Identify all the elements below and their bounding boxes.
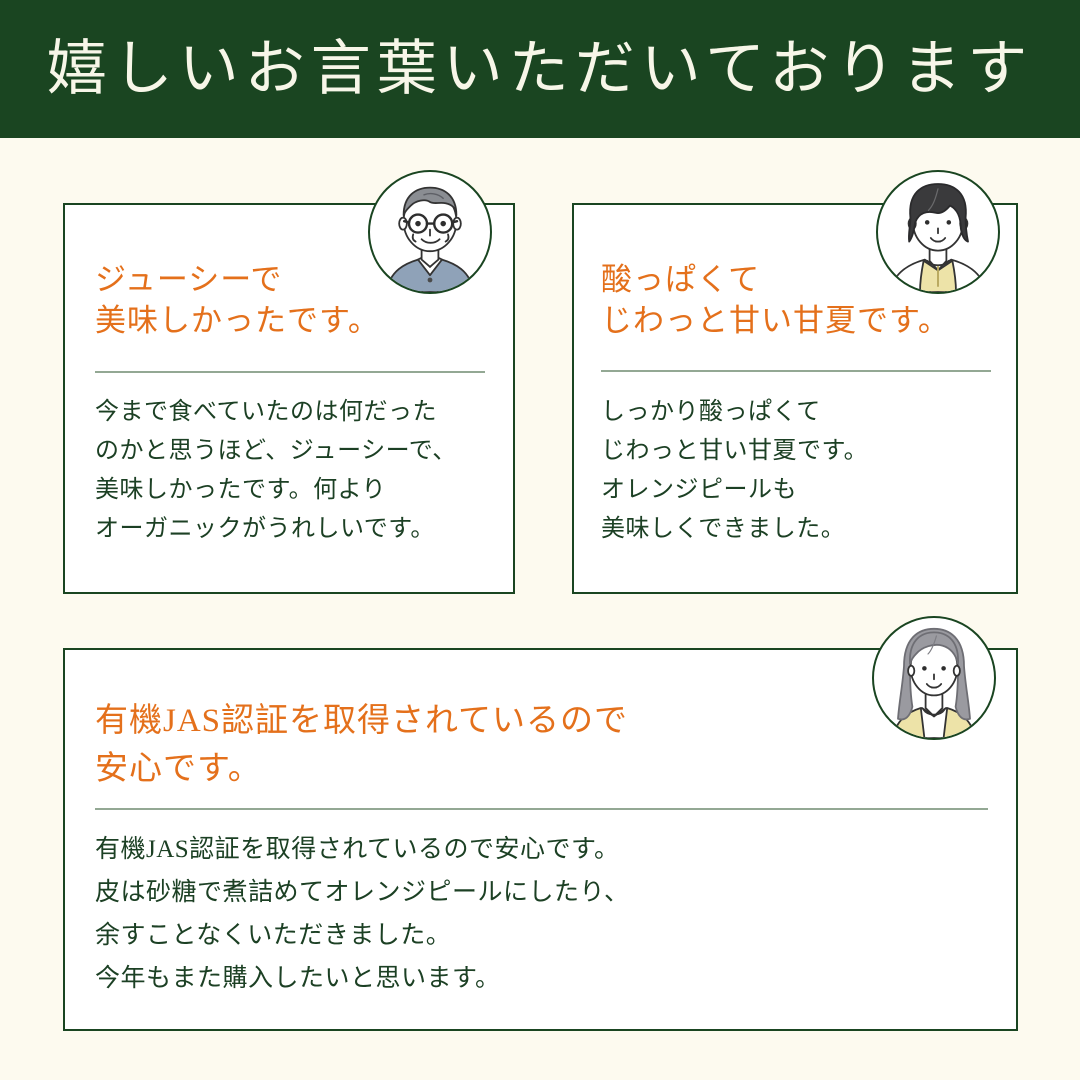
testimonial-headline: 有機JAS認証を取得されているので 安心です。 bbox=[95, 703, 629, 787]
testimonial-divider bbox=[95, 371, 485, 373]
testimonial-card-3-content: 有機JAS認証を取得されているので 安心です。 有機JAS認証を取得されているの… bbox=[65, 650, 1016, 1029]
testimonial-headline: ジューシーで 美味しかったです。 bbox=[95, 262, 380, 339]
testimonial-card-3: 有機JAS認証を取得されているので 安心です。 有機JAS認証を取得されているの… bbox=[63, 648, 1018, 1031]
page-title: 嬉しいお言葉いただいております bbox=[46, 36, 1034, 102]
elderly-man-glasses-avatar bbox=[368, 170, 492, 294]
testimonial-body: しっかり酸っぱくて じわっと甘い甘夏です。 オレンジピールも 美味しくできました… bbox=[601, 399, 869, 542]
testimonial-divider bbox=[601, 370, 991, 372]
woman-long-grey-hair-avatar bbox=[872, 616, 996, 740]
woman-short-bob-avatar bbox=[876, 170, 1000, 294]
testimonial-divider bbox=[95, 808, 988, 810]
testimonial-headline: 酸っぱくて じわっと甘い甘夏です。 bbox=[601, 262, 950, 339]
testimonial-body: 今まで食べていたのは何だった のかと思うほど、ジューシーで、 美味しかったです。… bbox=[95, 399, 457, 542]
testimonial-body: 有機JAS認証を取得されているので安心です。 皮は砂糖で煮詰めてオレンジピールに… bbox=[95, 836, 630, 992]
testimonial-card-1-content: ジューシーで 美味しかったです。 今まで食べていたのは何だった のかと思うほど、… bbox=[65, 205, 513, 592]
testimonial-card-2-content: 酸っぱくて じわっと甘い甘夏です。 しっかり酸っぱくて じわっと甘い甘夏です。 … bbox=[574, 205, 1016, 592]
page-header-band: 嬉しいお言葉いただいております bbox=[0, 0, 1080, 138]
